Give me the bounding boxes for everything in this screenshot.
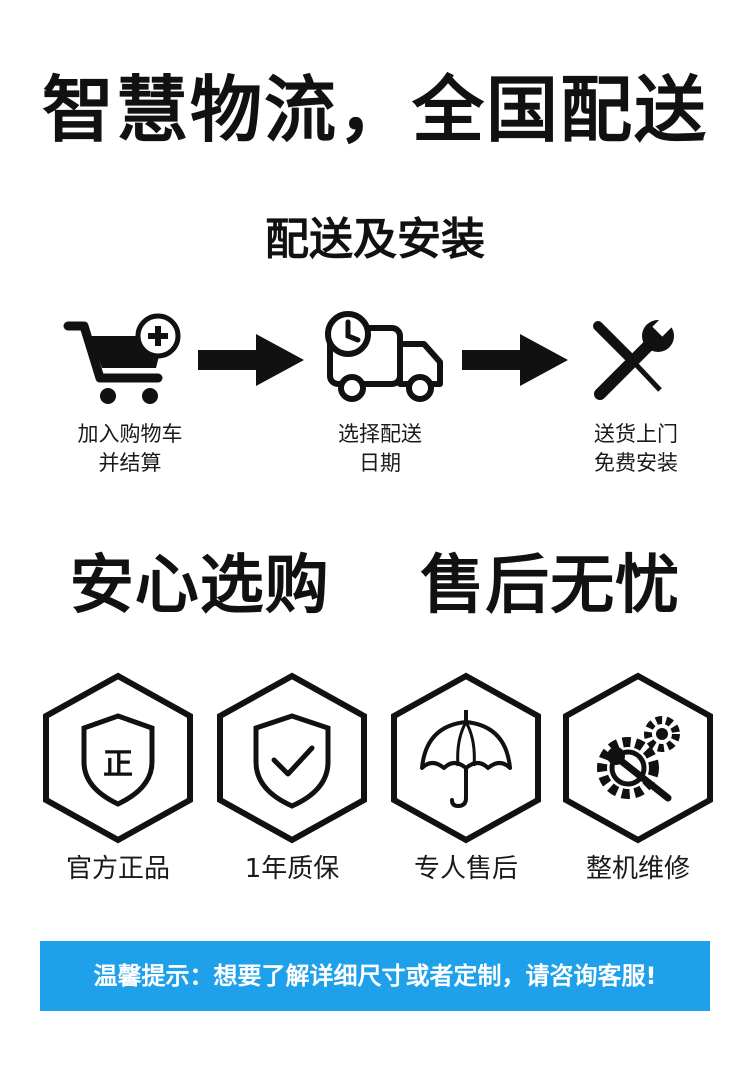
delivery-truck-clock-icon (322, 310, 462, 410)
slogan-left: 安心选购 (69, 549, 330, 623)
umbrella-icon (386, 670, 546, 846)
shield-zheng-icon: 正 (38, 670, 198, 846)
arrow-right-icon (462, 330, 572, 390)
tip-banner: 温馨提示：想要了解详细尺寸或者定制，请咨询客服! (40, 941, 710, 1011)
step-install-label: 送货上门 免费安装 (594, 422, 678, 475)
step-add-to-cart-label: 加入购物车 并结算 (77, 422, 183, 475)
feature-label-repair: 整机维修 (585, 854, 690, 884)
tools-wrench-screwdriver-icon (570, 312, 710, 412)
feature-label-service: 专人售后 (413, 854, 518, 884)
feature-label-genuine: 官方正品 (65, 854, 170, 884)
step-choose-date-label: 选择配送 日期 (338, 422, 422, 475)
hero-title: 智慧物流，全国配送 (41, 68, 708, 152)
slogan: 安心选购 售后无忧 (0, 544, 750, 628)
shield-check-icon (212, 670, 372, 846)
delivery-section-title: 配送及安装 (265, 214, 485, 265)
gears-wrench-icon (558, 670, 718, 846)
shield-glyph: 正 (103, 747, 133, 782)
arrow-right-icon (198, 330, 308, 390)
slogan-right: 售后无忧 (420, 549, 681, 623)
shopping-cart-add-icon (60, 312, 200, 412)
feature-label-warranty: 1年质保 (244, 854, 340, 884)
